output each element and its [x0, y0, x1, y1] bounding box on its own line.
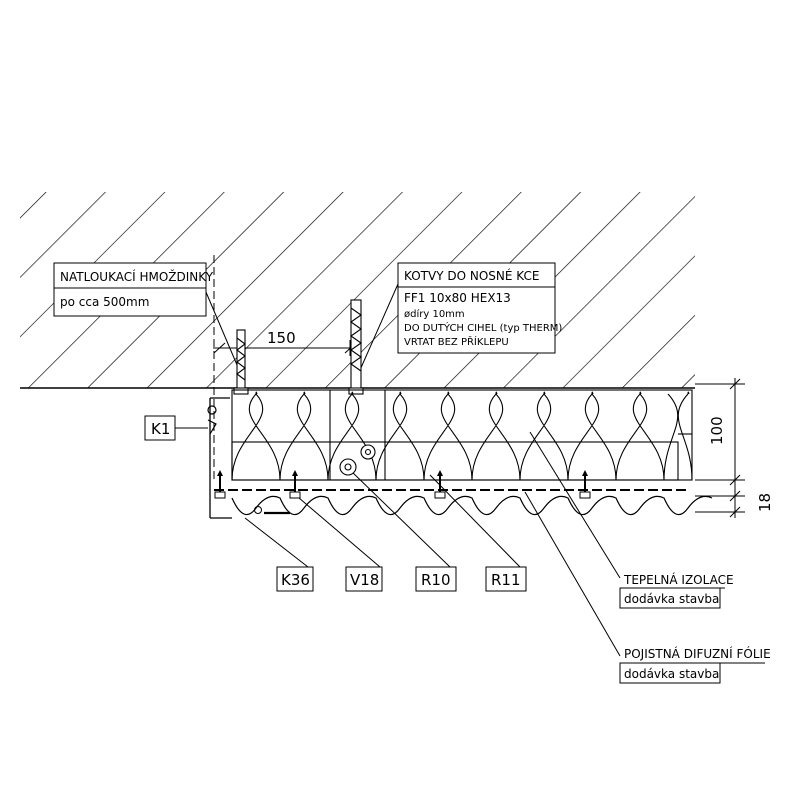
- tepelna-supply: dodávka stavba: [624, 592, 719, 606]
- screw-1: [214, 470, 226, 499]
- k1-clip: [207, 405, 217, 435]
- kotvy-title: KOTVY DO NOSNÉ KCE: [404, 268, 539, 283]
- callout-pojistna-folie: POJISTNÁ DIFUZNÍ FÓLIE dodávka stavba: [619, 646, 771, 684]
- tag-k1: K1: [144, 415, 176, 441]
- tag-r10: R10: [415, 566, 457, 592]
- screw-4: [579, 470, 591, 499]
- tag-r11: R11: [485, 566, 527, 592]
- callout-kotvy: KOTVY DO NOSNÉ KCE FF1 10x80 HEX13 ødíry…: [397, 262, 562, 354]
- insulation-block: [231, 389, 693, 481]
- pojistna-title: POJISTNÁ DIFUZNÍ FÓLIE: [624, 646, 771, 661]
- screw-2: [289, 470, 301, 499]
- r11-fixing: [360, 444, 376, 460]
- tepelna-title: TEPELNÁ IZOLACE: [623, 572, 734, 587]
- kotvy-drilling: VRTAT BEZ PŘÍKLEPU: [404, 335, 509, 348]
- r10-fixing: [339, 458, 357, 476]
- callout-natloukaci-hmozdinky: NATLOUKACÍ HMOŽDINKY po cca 500mm: [53, 262, 214, 317]
- svg-text:V18: V18: [350, 571, 379, 589]
- dimension-100: 100: [708, 416, 726, 445]
- natloukaci-spacing: po cca 500mm: [60, 295, 149, 309]
- tag-k36: K36: [276, 566, 314, 592]
- kotvy-hole-size: ødíry 10mm: [404, 308, 465, 320]
- anchor-ff1: [348, 299, 364, 395]
- cladding-assembly: [209, 397, 713, 519]
- screw-3: [434, 470, 446, 499]
- svg-text:R11: R11: [491, 571, 521, 589]
- tag-v18: V18: [345, 566, 383, 592]
- svg-text:K36: K36: [281, 571, 310, 589]
- callout-tepelna-izolace: TEPELNÁ IZOLACE dodávka stavba: [619, 572, 734, 609]
- svg-text:R10: R10: [421, 571, 451, 589]
- dimension-18: 18: [756, 493, 774, 512]
- leader-lines: [175, 277, 621, 657]
- pojistna-supply: dodávka stavba: [624, 667, 719, 681]
- kotvy-type: FF1 10x80 HEX13: [404, 291, 511, 305]
- cladding-screws: [214, 470, 591, 499]
- dimension-150: 150: [267, 329, 296, 347]
- svg-text:K1: K1: [151, 420, 170, 438]
- natloukaci-title: NATLOUKACÍ HMOŽDINKY: [60, 269, 214, 284]
- height-dimension: [695, 378, 745, 518]
- kotvy-substrate: DO DUTÝCH CIHEL (typ THERM): [404, 321, 562, 334]
